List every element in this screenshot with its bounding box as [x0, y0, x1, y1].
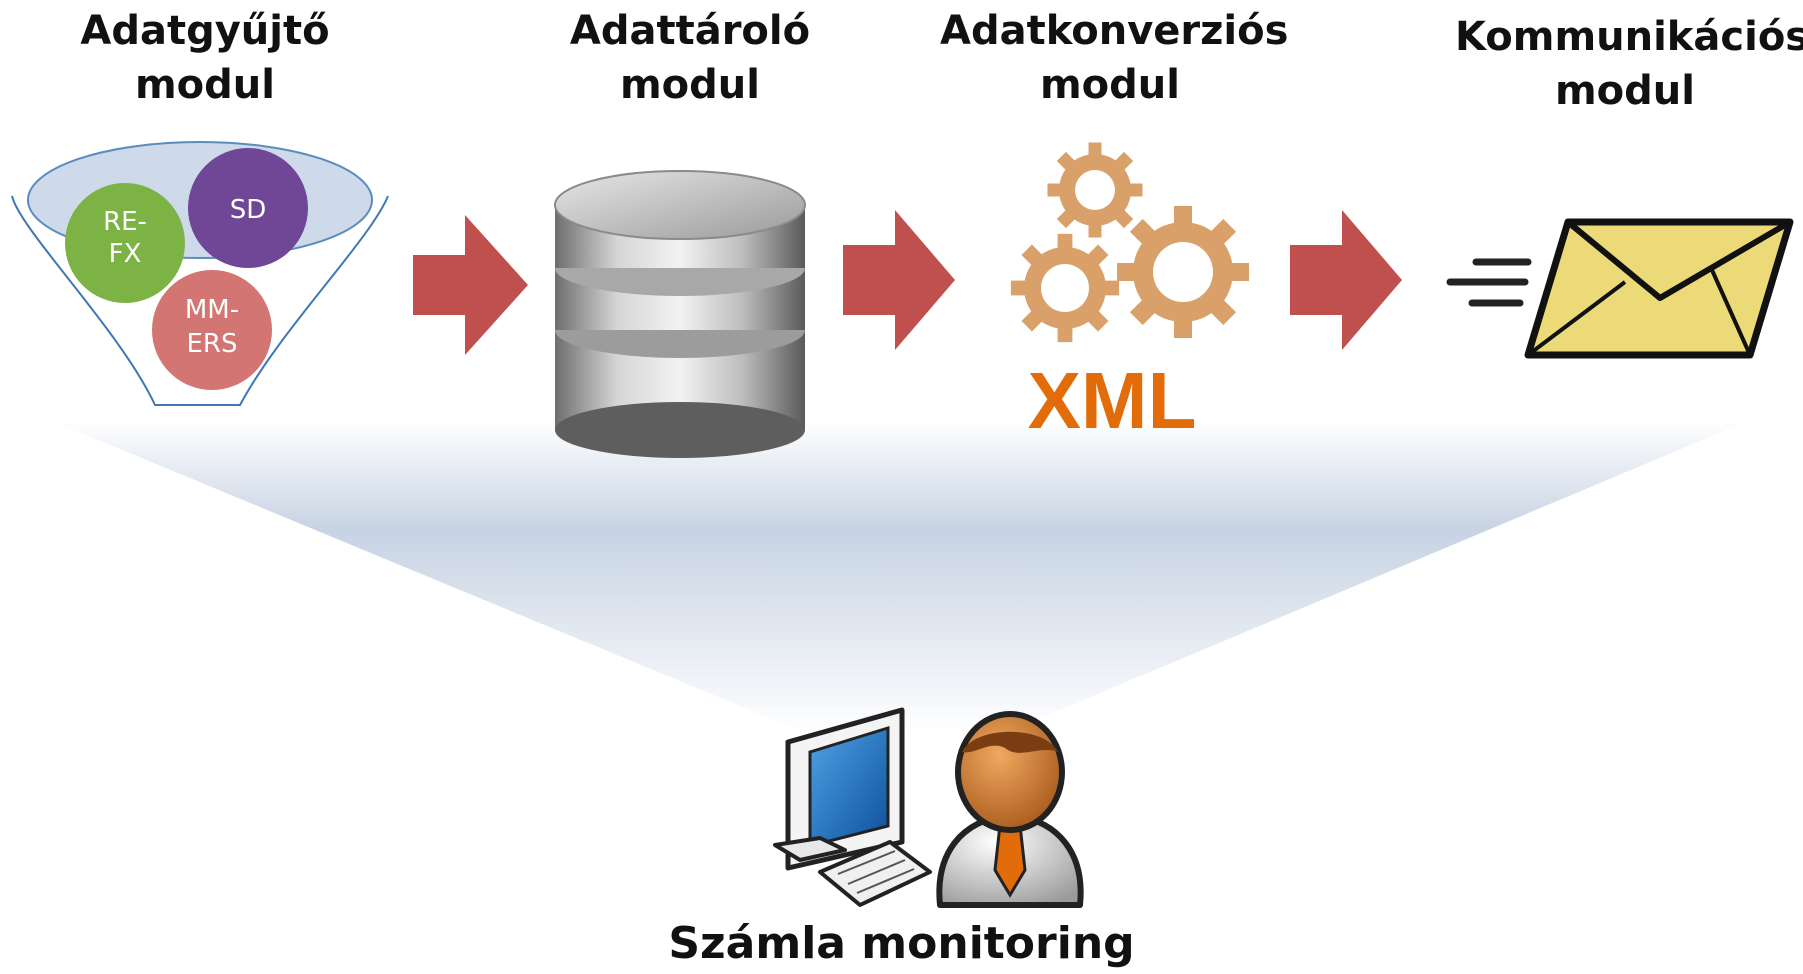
funnel-icon: RE- FX SD MM- ERS	[11, 141, 389, 406]
computer-icon	[773, 707, 932, 907]
gears-icon	[1010, 142, 1249, 343]
source-label-refx-2: FX	[109, 239, 142, 269]
module-title-communication: Kommunikációs modul	[1455, 10, 1803, 118]
xml-label: XML	[1028, 356, 1197, 445]
envelope-icon	[1446, 218, 1794, 359]
source-label-mmers-2: ERS	[187, 329, 238, 359]
module-title-collection-line2: modul	[135, 62, 275, 108]
source-bubble-mmers	[152, 270, 272, 390]
flow-arrow-3	[1290, 210, 1402, 350]
module-title-conversion-line1: Adatkonverziós	[940, 8, 1289, 54]
flow-arrow-1	[413, 215, 528, 355]
module-title-communication-line1: Kommunikációs	[1455, 14, 1803, 60]
module-title-storage-line2: modul	[620, 62, 760, 108]
module-title-communication-line2: modul	[1555, 68, 1695, 114]
module-title-collection-line1: Adatgyűjtő	[80, 8, 330, 54]
flow-arrow-2	[843, 210, 955, 350]
module-title-conversion: Adatkonverziós modul	[940, 4, 1289, 112]
module-title-storage: Adattároló modul	[545, 4, 835, 112]
source-label-sd: SD	[230, 195, 267, 225]
module-title-collection: Adatgyűjtő modul	[60, 4, 350, 112]
source-label-refx-1: RE-	[103, 207, 147, 237]
module-title-storage-line1: Adattároló	[569, 8, 811, 54]
source-bubble-sd	[188, 148, 308, 268]
module-title-conversion-line2: modul	[1040, 62, 1180, 108]
source-bubble-refx	[65, 183, 185, 303]
monitoring-beam	[50, 420, 1750, 735]
monitoring-caption: Számla monitoring	[668, 918, 1135, 969]
source-label-mmers-1: MM-	[185, 295, 239, 325]
user-icon	[936, 711, 1084, 908]
database-icon	[554, 170, 806, 458]
